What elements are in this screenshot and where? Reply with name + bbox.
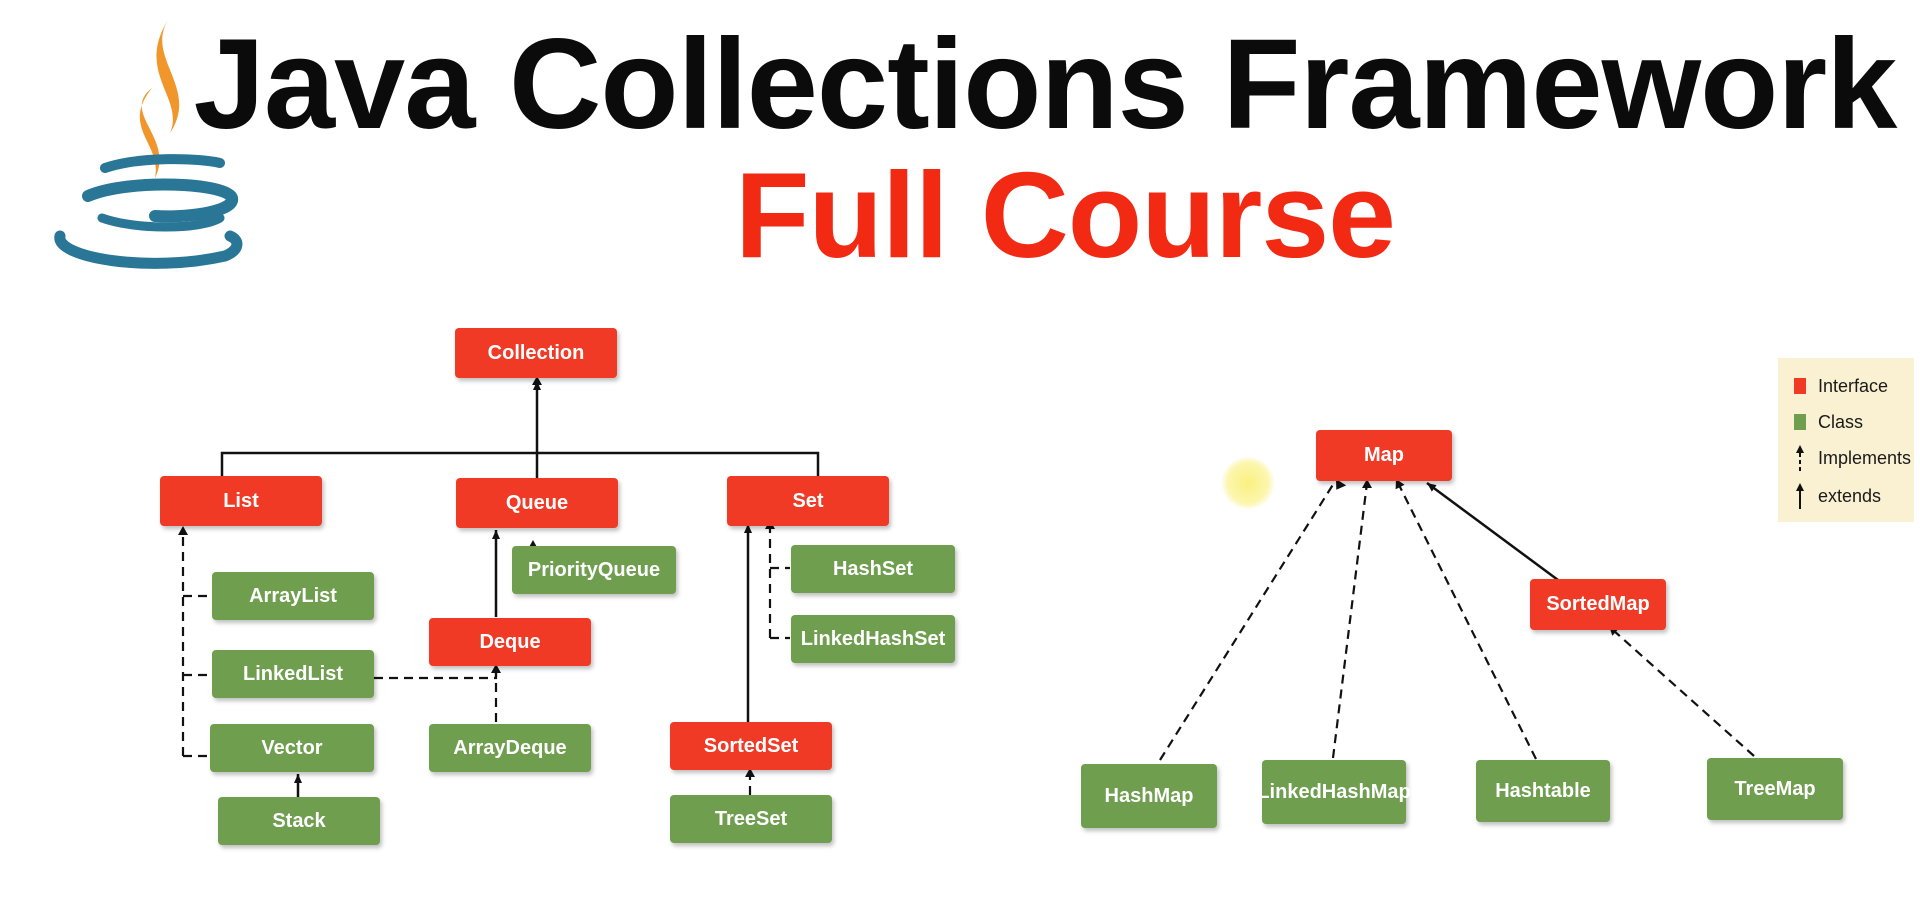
node-sortedmap: SortedMap — [1530, 579, 1666, 630]
node-linkedhashset: LinkedHashSet — [791, 615, 955, 663]
legend: Interface Class Implements extends — [1778, 358, 1914, 522]
edge-sortedmap-map — [1426, 481, 1559, 582]
edge-linkedhashmap-map — [1331, 482, 1369, 759]
edge-linkedlist-deque — [374, 670, 498, 680]
page-subtitle: Full Course — [734, 147, 1396, 283]
edge-collection-bus — [220, 451, 820, 477]
node-vector: Vector — [210, 724, 374, 772]
node-queue: Queue — [456, 478, 618, 528]
java-coffee-cup-logo-icon — [54, 20, 243, 269]
node-set: Set — [727, 476, 889, 526]
class-swatch-icon — [1794, 414, 1806, 430]
legend-extends: extends — [1794, 483, 1882, 509]
node-sortedset: SortedSet — [670, 722, 832, 770]
node-treemap: TreeMap — [1707, 758, 1843, 820]
dashed-arrow-icon — [1796, 445, 1804, 471]
interface-swatch-icon — [1794, 378, 1806, 394]
legend-class-label: Class — [1818, 411, 1864, 432]
node-arraylist: ArrayList — [212, 572, 374, 620]
edge-hashmap-map — [1159, 482, 1335, 761]
node-linkedlist: LinkedList — [212, 650, 374, 698]
legend-implements: Implements — [1794, 445, 1912, 471]
node-list: List — [160, 476, 322, 526]
cursor-highlight — [1222, 457, 1274, 509]
node-deque: Deque — [429, 618, 591, 666]
node-stack: Stack — [218, 797, 380, 845]
node-hashmap: HashMap — [1081, 764, 1217, 828]
node-hashset: HashSet — [791, 545, 955, 593]
legend-implements-label: Implements — [1818, 447, 1912, 468]
node-linkedhashmap: LinkedHashMap — [1257, 760, 1411, 824]
solid-arrow-icon — [1796, 483, 1804, 509]
page-title: Java Collections Framework — [193, 13, 1898, 156]
node-collection: Collection — [455, 328, 617, 378]
node-map: Map — [1316, 430, 1452, 481]
node-arraydeque: ArrayDeque — [429, 724, 591, 772]
node-treeset: TreeSet — [670, 795, 832, 843]
legend-class: Class — [1794, 410, 1863, 434]
node-hashtable: Hashtable — [1476, 760, 1610, 822]
edge-hashtable-map — [1397, 482, 1537, 760]
edge-treemap-sortedmap — [1612, 629, 1755, 757]
legend-interface-label: Interface — [1818, 375, 1889, 396]
node-priorityqueue: PriorityQueue — [512, 546, 676, 594]
legend-extends-label: extends — [1818, 485, 1882, 506]
legend-interface: Interface — [1794, 374, 1888, 398]
